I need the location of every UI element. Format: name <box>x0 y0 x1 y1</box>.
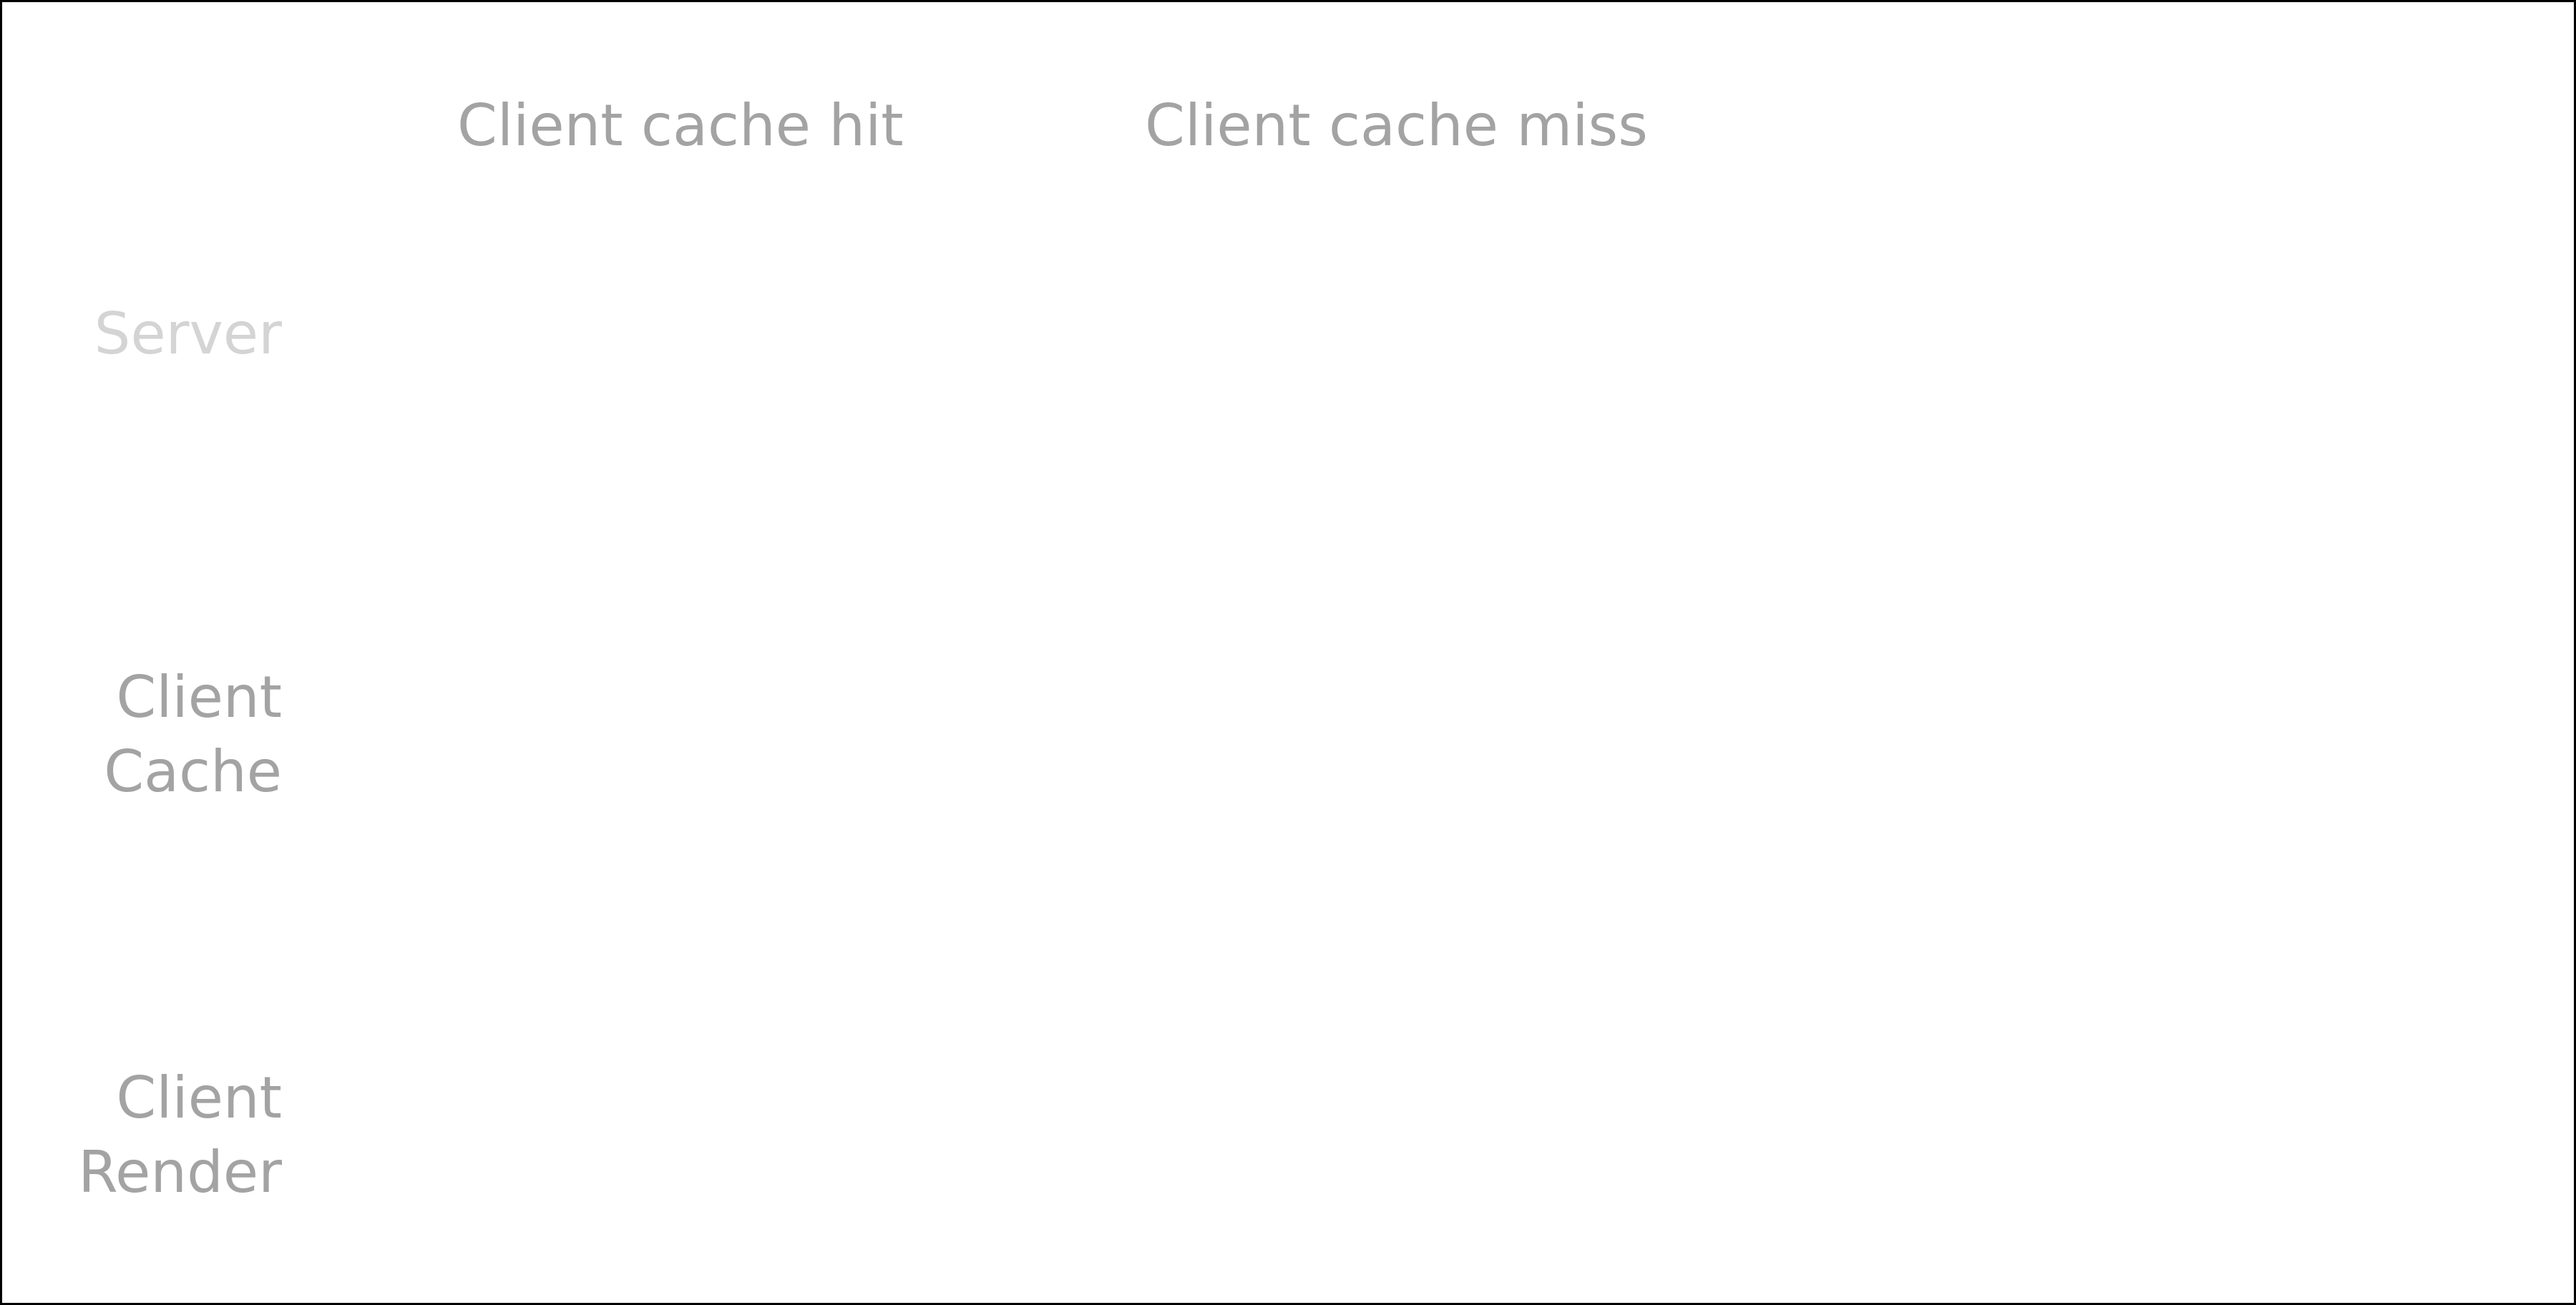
row-label-client-cache-line-2: Cache <box>104 738 282 805</box>
row-label-client-render-line-1: Client <box>116 1065 282 1131</box>
row-label-client-render-line-2: Render <box>78 1139 282 1206</box>
column-header-cache-miss: Client cache miss <box>1145 92 1648 159</box>
row-label-server-line: Server <box>94 300 282 367</box>
row-label-client-cache: Client Cache <box>104 660 282 809</box>
column-header-cache-hit: Client cache hit <box>457 92 904 159</box>
row-label-client-render: Client Render <box>78 1061 282 1210</box>
row-label-server: Server <box>94 297 282 371</box>
row-label-client-cache-line-1: Client <box>116 664 282 730</box>
